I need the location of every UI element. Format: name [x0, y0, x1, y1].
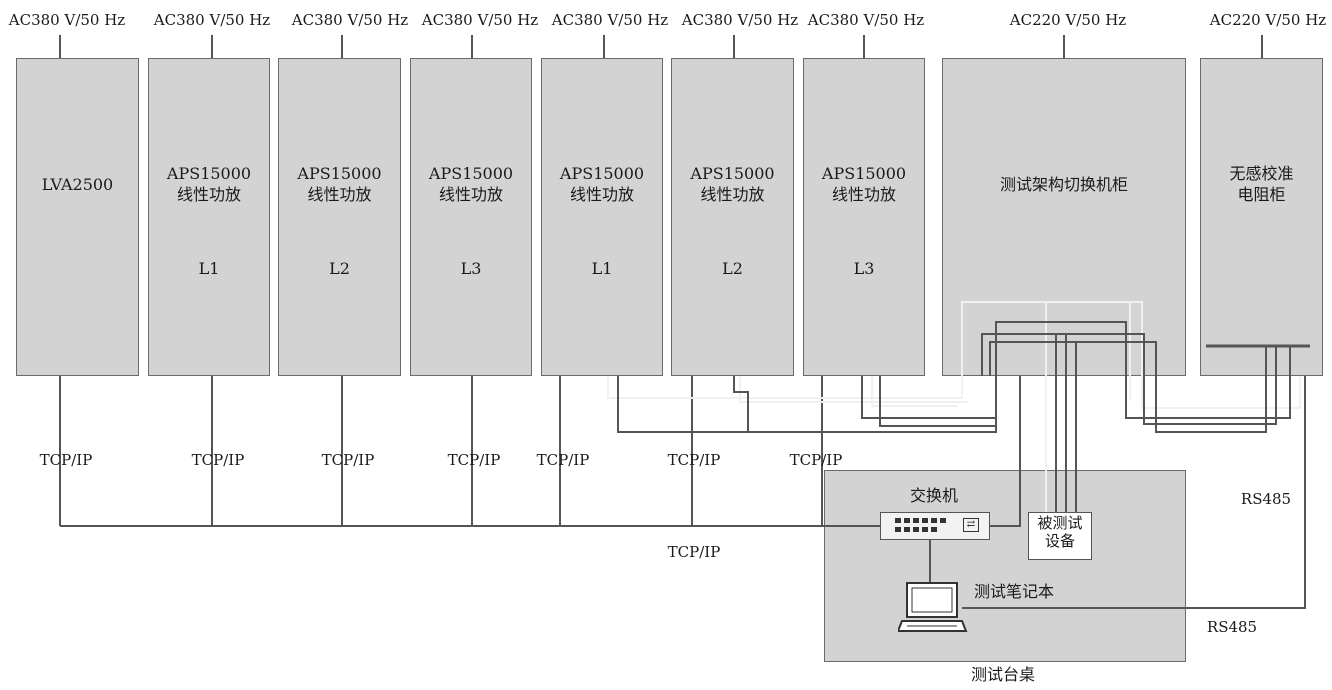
network-switch: ⇄: [880, 512, 990, 540]
aps15000-amplifier-l3: APS15000 线性功放 L3: [410, 58, 532, 376]
switch-port-icon: [904, 527, 910, 532]
phase-label: L1: [591, 259, 613, 278]
power-label-ac380: AC380 V/50 Hz: [291, 11, 409, 29]
switch-label: 交换机: [909, 486, 959, 505]
switch-port-icon: [922, 527, 928, 532]
cabinet-model-label: APS15000: [821, 164, 907, 183]
signal-wire: [739, 376, 968, 403]
signal-wire: [861, 376, 996, 419]
test-switch-cabinet: 测试架构切换机柜: [942, 58, 1186, 376]
tcpip-label: TCP/IP: [321, 451, 375, 469]
tcpip-label: TCP/IP: [667, 451, 721, 469]
aps15000-amplifier-l2-second: APS15000 线性功放 L2: [671, 58, 794, 376]
tcpip-label: TCP/IP: [536, 451, 590, 469]
rs485-label: RS485: [1206, 618, 1258, 636]
phase-label: L2: [329, 259, 350, 278]
calibration-resistor-cabinet: 无感校准 电阻柜: [1200, 58, 1323, 376]
signal-wire: [879, 376, 996, 427]
cabinet-model-label: APS15000: [428, 164, 514, 183]
switch-port-icon: [931, 527, 937, 532]
signal-wire: [871, 376, 958, 407]
test-desk-label: 测试台桌: [970, 665, 1036, 684]
power-label-ac380: AC380 V/50 Hz: [153, 11, 271, 29]
switch-port-icon: [904, 518, 910, 523]
signal-wire: [733, 376, 749, 432]
aps15000-amplifier-l1-second: APS15000 线性功放 L1: [541, 58, 663, 376]
cabinet-model-label: LVA2500: [41, 175, 114, 194]
phase-label: L1: [198, 259, 220, 278]
switch-port-icon: [913, 527, 919, 532]
cabinet-type-label: 线性功放: [831, 185, 896, 204]
tcpip-label: TCP/IP: [447, 451, 501, 469]
phase-label: L2: [722, 259, 743, 278]
tcpip-label: TCP/IP: [789, 451, 843, 469]
laptop-display: [911, 587, 953, 613]
aps15000-amplifier-l2: APS15000 线性功放 L2: [278, 58, 401, 376]
tcpip-label: TCP/IP: [191, 451, 245, 469]
phase-label: L3: [460, 259, 482, 278]
power-label-ac380: AC380 V/50 Hz: [681, 11, 799, 29]
switch-port-icon: [940, 518, 946, 523]
switch-crossover-icon: ⇄: [963, 518, 979, 532]
cabinet-title: 测试架构切换机柜: [999, 175, 1128, 194]
switch-port-icon: [931, 518, 937, 523]
power-label-ac380: AC380 V/50 Hz: [551, 11, 669, 29]
cabinet-model-label: APS15000: [166, 164, 252, 183]
cabinet-type-label: 线性功放: [569, 185, 634, 204]
dut-label-line2: 设备: [1044, 532, 1075, 550]
power-label-ac220: AC220 V/50 Hz: [1209, 11, 1327, 29]
test-desk: [824, 470, 1186, 662]
dut-label-line1: 被测试: [1037, 514, 1083, 532]
switch-port-icon: [922, 518, 928, 523]
power-label-ac380: AC380 V/50 Hz: [807, 11, 925, 29]
cabinet-model-label: APS15000: [690, 164, 775, 183]
cabinet-type-label: 线性功放: [307, 185, 372, 204]
switch-port-icon: [895, 518, 901, 523]
rs485-label: RS485: [1240, 490, 1292, 508]
phase-label: L3: [853, 259, 875, 278]
laptop-icon: [898, 582, 968, 632]
tcpip-label: TCP/IP: [39, 451, 93, 469]
power-label-ac380: AC380 V/50 Hz: [421, 11, 539, 29]
cabinet-model-label: APS15000: [559, 164, 645, 183]
lva2500-cabinet: LVA2500: [16, 58, 139, 376]
cabinet-model-label: APS15000: [297, 164, 382, 183]
switch-port-icon: [895, 527, 901, 532]
cabinet-type-label: 线性功放: [700, 185, 765, 204]
cabinet-type-label: 线性功放: [438, 185, 503, 204]
laptop-label: 测试笔记本: [973, 582, 1055, 601]
cabinet-title-line2: 电阻柜: [1237, 185, 1286, 204]
tcpip-bus-label: TCP/IP: [667, 543, 721, 561]
power-feeds: [59, 35, 1263, 58]
power-label-ac220: AC220 V/50 Hz: [1009, 11, 1127, 29]
aps15000-amplifier-l3-second: APS15000 线性功放 L3: [803, 58, 925, 376]
aps15000-amplifier-l1: APS15000 线性功放 L1: [148, 58, 270, 376]
switch-port-icon: [913, 518, 919, 523]
power-label-ac380: AC380 V/50 Hz: [8, 11, 126, 29]
cabinet-type-label: 线性功放: [176, 185, 241, 204]
cabinet-title-line1: 无感校准: [1229, 164, 1294, 183]
device-under-test: 被测试 设备: [1028, 512, 1092, 560]
